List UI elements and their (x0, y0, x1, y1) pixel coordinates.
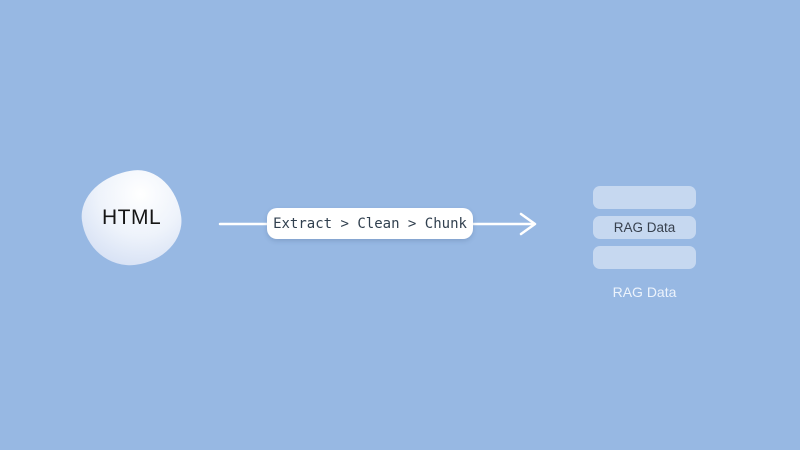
html-source-label: HTML (101, 206, 162, 230)
rag-data-stack: RAG Data (593, 186, 696, 276)
pipeline-pill: Extract > Clean > Chunk (267, 208, 473, 239)
rag-data-caption: RAG Data (612, 284, 677, 300)
html-source-node: HTML (76, 165, 187, 271)
stack-row-middle: RAG Data (593, 216, 696, 239)
stack-row-label: RAG Data (613, 220, 676, 235)
pipeline-label: Extract > Clean > Chunk (273, 215, 467, 232)
stack-row-bottom (593, 246, 696, 269)
stack-row-top (593, 186, 696, 209)
